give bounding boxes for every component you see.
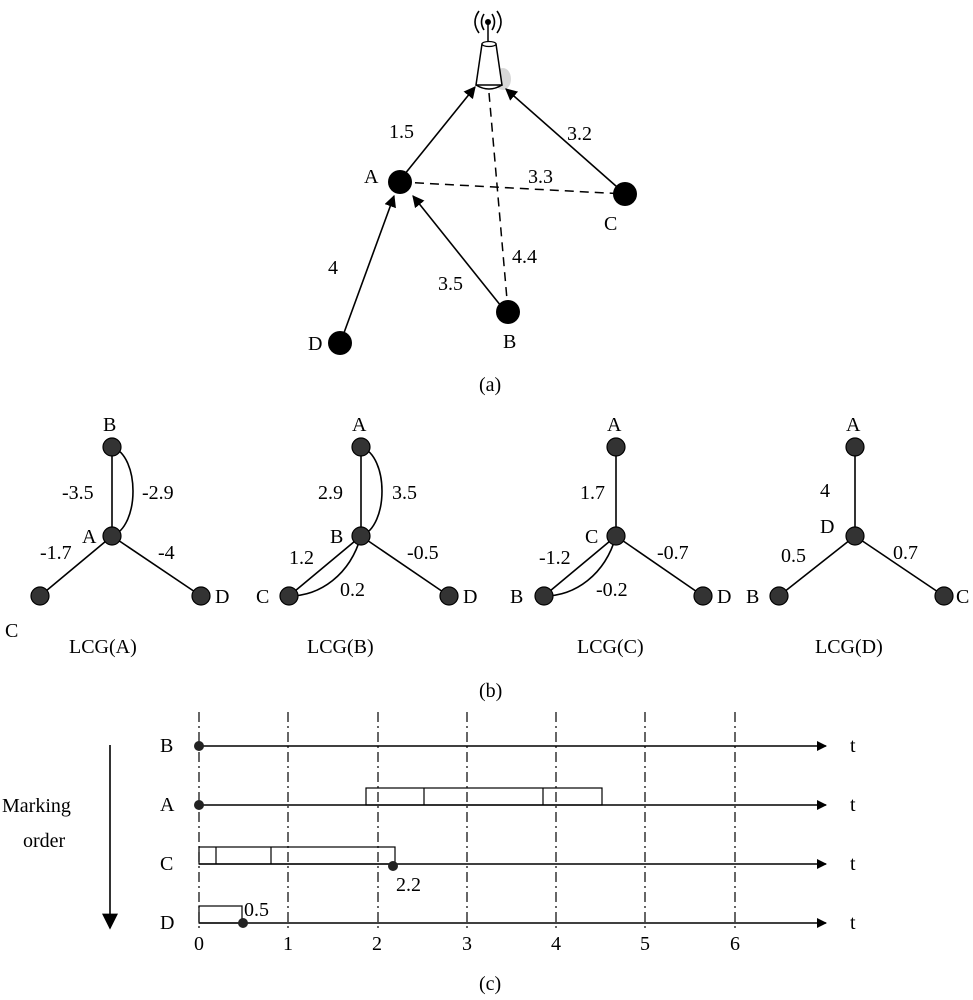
weight-c-bs: 3.2 [567, 123, 592, 145]
lcg-c: A C B D 1.7 -1.2 -0.2 -0.7 LCG(C) [510, 414, 731, 658]
stray-label: C [5, 620, 18, 642]
lcg-a-w-left: -1.7 [40, 542, 72, 564]
timeline-row-d: D 0.5 t [160, 899, 856, 934]
lcg-a-w-top-left: -3.5 [62, 482, 94, 504]
marking-order-line-2: order [23, 830, 66, 852]
weight-a-c: 3.3 [528, 166, 553, 188]
lcg-a-title: LCG(A) [69, 636, 137, 658]
lcg-b-w-right: -0.5 [407, 542, 439, 564]
lcg-a-top: B [103, 414, 116, 436]
panel-b: C B A D -3.5 -2.9 -1.7 -4 LCG(A) [5, 414, 969, 702]
lcg-c-center: C [585, 526, 598, 548]
lcg-b: A B C D 2.9 3.5 1.2 0.2 -0.5 LCG(B) [256, 414, 477, 658]
lcg-b-w-top-left: 2.9 [318, 482, 343, 504]
lcg-b-top: A [352, 414, 367, 436]
base-station-icon [474, 10, 511, 90]
timeline-row-c: C 2.2 t [160, 846, 856, 896]
lcg-c-top: A [607, 414, 622, 436]
lcg-d-right: C [956, 586, 969, 608]
lcg-a-w-top-right: -2.9 [142, 482, 174, 504]
timeline-row-a: A t [160, 787, 856, 816]
row-label-c: C [160, 853, 173, 875]
lcg-b-w-top-right: 3.5 [392, 482, 417, 504]
lcg-c-left: B [510, 586, 523, 608]
lcg-b-w-left: 1.2 [289, 547, 314, 569]
c-end-value: 2.2 [396, 874, 421, 896]
node-c [613, 182, 637, 206]
node-a [388, 170, 412, 194]
lcg-b-left: C [256, 586, 269, 608]
tick-2: 2 [372, 933, 382, 955]
node-c-label: C [604, 213, 617, 235]
panel-c: Marking order B t A t C [2, 712, 856, 995]
axis-label-c: t [850, 853, 856, 875]
lcg-c-w-left: -1.2 [539, 547, 571, 569]
edge-a-to-bs [399, 86, 476, 181]
lcg-b-center: B [330, 526, 343, 548]
panel-a: A C B D 1.5 3.2 3.3 4.4 4 3.5 (a) [308, 10, 637, 396]
caption-b: (b) [479, 680, 502, 702]
lcg-c-w-right: -0.7 [657, 542, 689, 564]
lcg-c-title: LCG(C) [577, 636, 644, 658]
edge-c-to-bs [505, 88, 626, 195]
axis-label-b: t [850, 735, 856, 757]
lcg-d-w-top-right: 4 [820, 480, 830, 502]
lcg-d-center: D [820, 516, 834, 538]
node-d-label: D [308, 333, 322, 355]
node-d [328, 331, 352, 355]
row-label-b: B [160, 735, 173, 757]
node-b-label: B [503, 331, 516, 353]
tick-5: 5 [640, 933, 650, 955]
lcg-b-title: LCG(B) [307, 636, 374, 658]
lcg-c-w-top-left: 1.7 [580, 482, 605, 504]
caption-c: (c) [479, 973, 501, 995]
tick-0: 0 [194, 933, 204, 955]
weight-b-bs: 4.4 [512, 246, 537, 268]
weight-b-a: 3.5 [438, 273, 463, 295]
marking-order-line-1: Marking [2, 795, 71, 817]
weight-a-bs: 1.5 [389, 121, 414, 143]
weight-d-a: 4 [328, 257, 338, 279]
lcg-a-center: A [82, 526, 97, 548]
lcg-b-right: D [463, 586, 477, 608]
lcg-d-left: B [746, 586, 759, 608]
lcg-c-w-left-curve: -0.2 [596, 579, 628, 601]
tick-6: 6 [730, 933, 740, 955]
node-b [496, 300, 520, 324]
row-label-d: D [160, 912, 174, 934]
lcg-d-w-left: 0.5 [781, 545, 806, 567]
lcg-b-w-left-curve: 0.2 [340, 579, 365, 601]
timeline-row-b: B t [160, 735, 856, 757]
lcg-d: A D B C 4 0.5 0.7 LCG(D) [746, 414, 969, 658]
axis-label-d: t [850, 912, 856, 934]
lcg-a-w-right: -4 [158, 542, 175, 564]
tick-3: 3 [462, 933, 472, 955]
lcg-d-title: LCG(D) [815, 636, 883, 658]
lcg-a-right: D [215, 586, 229, 608]
node-a-label: A [364, 166, 379, 188]
row-label-a: A [160, 794, 175, 816]
axis-label-a: t [850, 794, 856, 816]
tick-1: 1 [283, 933, 293, 955]
caption-a: (a) [479, 374, 501, 396]
edge-b-to-a [412, 195, 506, 312]
edge-d-to-a [340, 194, 396, 342]
lcg-d-w-right: 0.7 [893, 542, 918, 564]
lcg-a: B A D -3.5 -2.9 -1.7 -4 LCG(A) [30, 414, 229, 658]
lcg-d-top: A [846, 414, 861, 436]
d-end-value: 0.5 [244, 899, 269, 921]
link-b-bs [488, 92, 509, 312]
link-a-c [399, 181, 626, 195]
tick-4: 4 [551, 933, 561, 955]
lcg-c-right: D [717, 586, 731, 608]
